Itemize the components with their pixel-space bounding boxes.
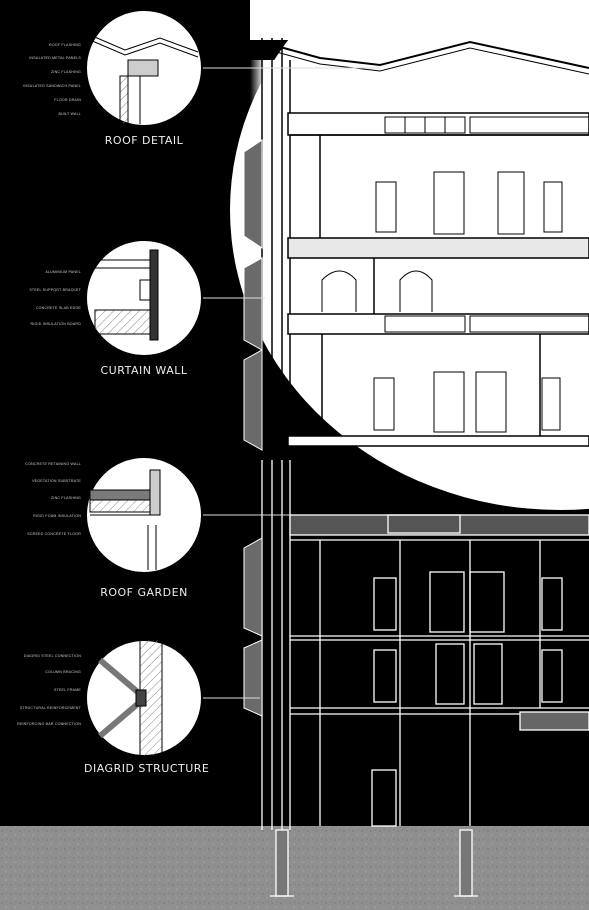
roof-garden-label: ZINC FLASHING <box>51 496 81 500</box>
detail-circle-diagrid <box>85 639 203 757</box>
detail-circle-roof-garden <box>85 456 203 574</box>
detail-circle-curtain-wall <box>85 239 203 357</box>
roof-label: ROOF FLASHING <box>49 43 81 47</box>
curtain-wall-label: CONCRETE SLAB EDGE <box>35 306 81 310</box>
roof-garden-label: VEGETATION SUBSTRATE <box>32 479 81 483</box>
diagrid-label: DIAGRID STEEL CONNECTION <box>23 654 81 658</box>
diagrid-label: STRUCTURAL REINFORCEMENT <box>19 706 81 710</box>
diagrid-label: REINFORCING BAR CONNECTION <box>17 722 81 726</box>
roof-label: ZINC FLASHING <box>51 70 81 74</box>
roof-garden-label: RIGID FOAM INSULATION <box>33 514 81 518</box>
roof-label: INSULATED SANDWICH PANEL <box>23 84 81 88</box>
curtain-wall-label: RIGID INSULATION BOARD <box>30 322 81 326</box>
roof-label: INSULATED METAL PANELS <box>29 56 81 60</box>
diagrid-label: COLUMN BRACING <box>45 670 81 674</box>
lower-building <box>261 460 589 897</box>
roof-garden-label: CONCRETE RETAINING WALL <box>25 462 81 466</box>
detail-title-curtain-wall: CURTAIN WALL <box>100 364 188 377</box>
detail-title-roof-garden: ROOF GARDEN <box>100 586 188 599</box>
roof-garden-label: SCREED CONCRETE FLOOR <box>27 532 81 536</box>
detail-title-diagrid: DIAGRID STRUCTURE <box>84 762 210 775</box>
roof-label: FLOOR DRAIN <box>54 98 81 102</box>
diagrid-label: STEEL FRAME <box>53 688 81 692</box>
ground <box>0 826 589 910</box>
curtain-wall-label: ALUMINIUM PANEL <box>45 270 81 274</box>
curtain-wall-panels <box>243 139 263 717</box>
curtain-wall-label: STEEL SUPPORT BRACKET <box>29 288 81 292</box>
leader-lines <box>202 67 380 699</box>
detail-circle-roof <box>85 9 203 127</box>
roof-label: BUILT WALL <box>58 112 81 116</box>
detail-title-roof: ROOF DETAIL <box>104 134 184 147</box>
